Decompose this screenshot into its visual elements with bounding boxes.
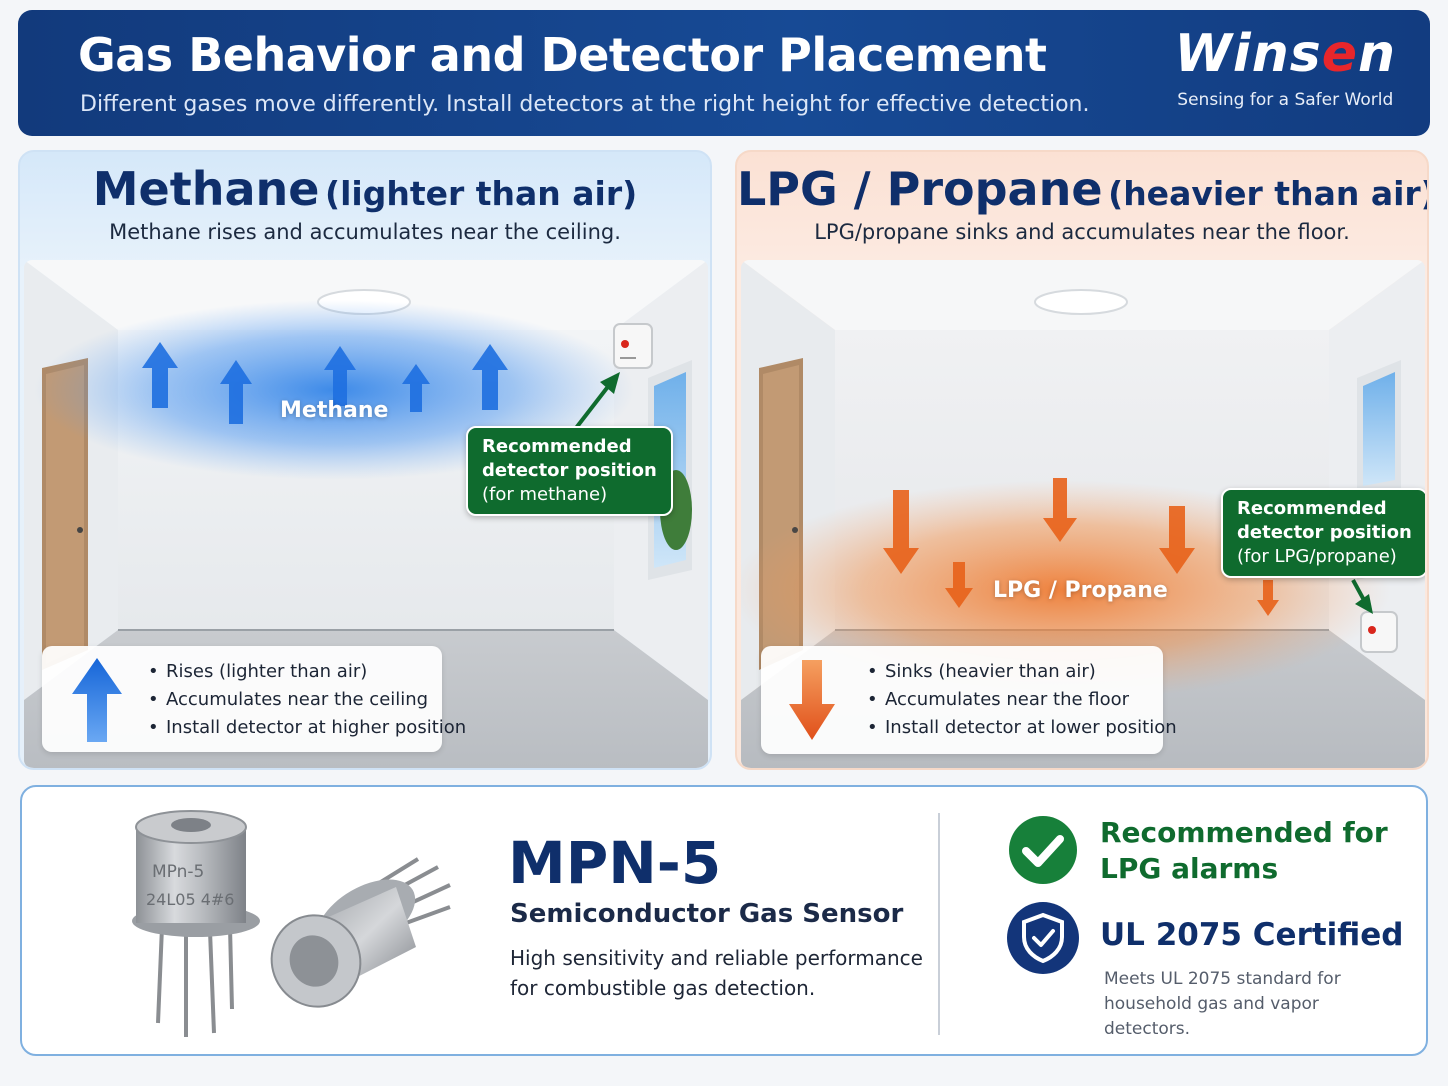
shield-icon xyxy=(1007,902,1079,974)
recommendation-text: Recommended for LPG alarms xyxy=(1100,816,1388,885)
lpg-sink-arrows xyxy=(883,478,1279,616)
list-item: Accumulates near the floor xyxy=(867,686,1177,714)
list-item: Install detector at higher position xyxy=(148,714,466,742)
arrow-up-icon xyxy=(72,658,122,742)
lpg-detector xyxy=(1360,611,1398,653)
methane-info-box: Rises (lighter than air) Accumulates nea… xyxy=(42,646,466,752)
logo-tagline: Sensing for a Safer World xyxy=(1177,90,1394,110)
brand-logo: Winsen Sensing for a Safer World xyxy=(1175,28,1396,110)
methane-title: Methane (lighter than air) xyxy=(92,162,638,216)
product-type: Semiconductor Gas Sensor xyxy=(510,899,904,929)
header-banner: Gas Behavior and Detector Placement Diff… xyxy=(18,10,1430,136)
methane-panel: Methane (lighter than air) Methane rises… xyxy=(18,150,712,770)
mpn5-sensor-image: MPn-5 24L05 4#6 xyxy=(132,810,451,1037)
lpg-subtitle: LPG/propane sinks and accumulates near t… xyxy=(814,220,1350,244)
list-item: Install detector at lower position xyxy=(867,714,1177,742)
lpg-callout: Recommended detector position (for LPG/p… xyxy=(1221,488,1425,578)
methane-bullets: Rises (lighter than air) Accumulates nea… xyxy=(148,658,466,742)
methane-room-illustration: Methane Recommended detector position (f… xyxy=(24,260,708,768)
svg-text:MPn-5: MPn-5 xyxy=(152,862,204,882)
product-section: MPn-5 24L05 4#6 MPN-5 Semiconductor Gas … xyxy=(20,785,1428,1056)
list-item: Sinks (heavier than air) xyxy=(867,658,1177,686)
methane-gas-label: Methane xyxy=(280,398,389,423)
list-item: Accumulates near the ceiling xyxy=(148,686,466,714)
svg-text:24L05 4#6: 24L05 4#6 xyxy=(146,890,234,909)
lpg-room-illustration: LPG / Propane Recommended detector posit… xyxy=(741,260,1425,768)
product-name: MPN-5 xyxy=(508,829,722,897)
methane-detector xyxy=(613,323,653,369)
arrow-down-icon xyxy=(789,660,835,740)
section-divider xyxy=(938,813,940,1035)
checkmark-icon xyxy=(1009,816,1077,884)
lpg-gas-label: LPG / Propane xyxy=(993,578,1168,603)
logo-wordmark: Winsen xyxy=(1174,24,1396,84)
list-item: Rises (lighter than air) xyxy=(148,658,466,686)
product-description: High sensitivity and reliable performanc… xyxy=(510,946,923,1000)
methane-callout: Recommended detector position (for metha… xyxy=(466,426,673,516)
lpg-bullets: Sinks (heavier than air) Accumulates nea… xyxy=(867,658,1177,742)
methane-subtitle: Methane rises and accumulates near the c… xyxy=(109,220,621,244)
certification-title: UL 2075 Certified xyxy=(1100,917,1404,953)
certification-description: Meets UL 2075 standard for household gas… xyxy=(1104,969,1341,1039)
page-subtitle: Different gases move differently. Instal… xyxy=(80,92,1090,117)
page-title: Gas Behavior and Detector Placement xyxy=(78,28,1047,82)
lpg-title: LPG / Propane (heavier than air) xyxy=(737,162,1429,216)
lpg-panel: LPG / Propane (heavier than air) LPG/pro… xyxy=(735,150,1429,770)
methane-rise-arrows xyxy=(142,342,508,424)
lpg-info-box: Sinks (heavier than air) Accumulates nea… xyxy=(761,646,1177,754)
